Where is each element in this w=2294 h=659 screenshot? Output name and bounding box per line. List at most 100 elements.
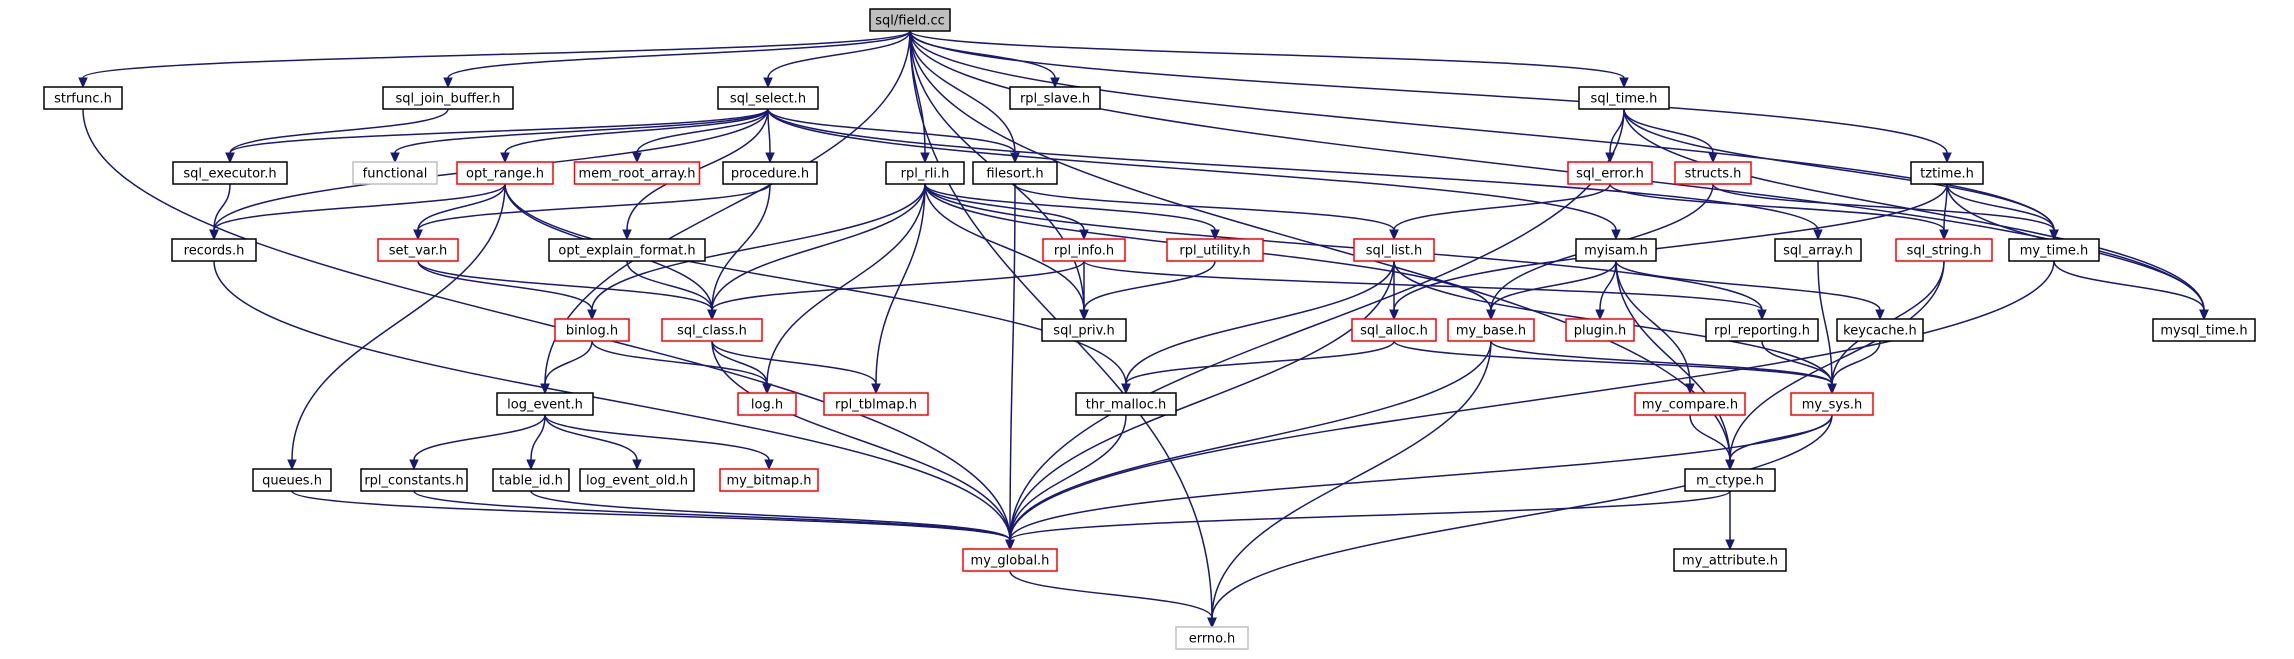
node-opt-explain-format-h[interactable]: opt_explain_format.h [548, 238, 706, 262]
node-sql-alloc-h[interactable]: sql_alloc.h [1351, 318, 1437, 342]
node-queues-h[interactable]: queues.h [252, 468, 332, 492]
node-log-event-h[interactable]: log_event.h [496, 392, 594, 416]
node-rpl-reporting-h[interactable]: rpl_reporting.h [1705, 318, 1819, 342]
node-sql-class-h[interactable]: sql_class.h [661, 318, 763, 342]
node-label: sql/field.cc [875, 14, 945, 29]
node-sql-priv-h[interactable]: sql_priv.h [1041, 318, 1127, 342]
dependency-edge [1009, 340, 1492, 541]
node-label: opt_range.h [466, 167, 544, 182]
node-label: keycache.h [1843, 324, 1917, 339]
dependency-edge [1609, 183, 1945, 231]
dependency-edge [1393, 340, 1833, 385]
node-functional: functional [352, 161, 438, 185]
edge-arrowhead [409, 459, 419, 471]
node-sql-time-h[interactable]: sql_time.h [1578, 86, 1670, 110]
node-rpl-utility-h[interactable]: rpl_utility.h [1166, 238, 1264, 262]
node-sql-list-h[interactable]: sql_list.h [1353, 238, 1435, 262]
node-log-event-old-h[interactable]: log_event_old.h [579, 468, 695, 492]
node-structs-h[interactable]: structs.h [1674, 161, 1752, 185]
node-myisam-h[interactable]: myisam.h [1575, 238, 1657, 262]
node-set-var-h[interactable]: set_var.h [377, 238, 459, 262]
node-sql-join-buffer-h[interactable]: sql_join_buffer.h [382, 86, 514, 110]
dependency-edge [544, 340, 593, 385]
node-sql-error-h[interactable]: sql_error.h [1567, 161, 1653, 185]
node-tztime-h[interactable]: tztime.h [1910, 161, 1984, 185]
node-rpl-rli-h[interactable]: rpl_rli.h [885, 161, 965, 185]
dependency-edge [1831, 340, 1881, 385]
node-mem-root-array-h[interactable]: mem_root_array.h [573, 161, 701, 185]
dependency-edge [544, 414, 638, 461]
node-sql-string-h[interactable]: sql_string.h [1895, 238, 1993, 262]
node-box [1673, 548, 1787, 572]
node-rpl-tblmap-h[interactable]: rpl_tblmap.h [823, 392, 929, 416]
node-my-attribute-h[interactable]: my_attribute.h [1673, 548, 1787, 572]
edge-arrowhead [1605, 152, 1615, 164]
edge-arrowhead [225, 152, 235, 164]
node-table-id-h[interactable]: table_id.h [492, 468, 570, 492]
dependency-edge [1014, 183, 1395, 231]
dependency-edge [82, 30, 911, 79]
node-binlog-h[interactable]: binlog.h [554, 318, 630, 342]
node-sql-select-h[interactable]: sql_select.h [717, 86, 819, 110]
node-box [456, 161, 554, 185]
node-rpl-info-h[interactable]: rpl_info.h [1042, 238, 1126, 262]
dependency-edge [447, 30, 911, 79]
node-label: log_event.h [507, 398, 583, 413]
node-label: my_sys.h [1802, 398, 1862, 413]
node-box [2008, 238, 2100, 262]
edge-arrowhead [1121, 383, 1131, 395]
dependency-edge [1689, 414, 1731, 461]
dependency-edge [1009, 260, 1395, 541]
node-label: my_compare.h [1642, 398, 1738, 413]
edge-arrowhead [707, 309, 717, 321]
dependency-edge [591, 183, 926, 311]
node-box [548, 238, 706, 262]
dependency-edge [417, 183, 771, 231]
node-sql-array-h[interactable]: sql_array.h [1774, 238, 1862, 262]
edge-arrowhead [1875, 309, 1885, 321]
node-my-base-h[interactable]: my_base.h [1447, 318, 1535, 342]
node-my-time-h[interactable]: my_time.h [2008, 238, 2100, 262]
node-m-ctype-h[interactable]: m_ctype.h [1684, 468, 1776, 492]
dependency-edge [626, 260, 713, 311]
node-filesort-h[interactable]: filesort.h [972, 161, 1058, 185]
node-log-h[interactable]: log.h [737, 392, 797, 416]
dependency-edge [1615, 260, 1731, 461]
node-my-compare-h[interactable]: my_compare.h [1634, 392, 1746, 416]
node-field-cc[interactable]: sql/field.cc [869, 8, 951, 32]
dependency-edge [924, 183, 1085, 231]
dependency-edge [924, 183, 1763, 311]
edge-arrowhead [413, 229, 423, 241]
dependency-edge [767, 30, 911, 79]
node-label: sql_time.h [1591, 92, 1658, 107]
node-my-bitmap-h[interactable]: my_bitmap.h [719, 468, 819, 492]
node-sql-executor-h[interactable]: sql_executor.h [172, 161, 288, 185]
node-opt-range-h[interactable]: opt_range.h [456, 161, 554, 185]
node-records-h[interactable]: records.h [171, 238, 257, 262]
node-procedure-h[interactable]: procedure.h [722, 161, 818, 185]
dependency-edge [1393, 183, 1611, 231]
node-thr-malloc-h[interactable]: thr_malloc.h [1075, 392, 1177, 416]
node-rpl-constants-h[interactable]: rpl_constants.h [360, 468, 468, 492]
edge-arrowhead [1595, 309, 1605, 321]
node-my-global-h[interactable]: my_global.h [962, 548, 1058, 572]
node-box [1565, 318, 1635, 342]
node-my-sys-h[interactable]: my_sys.h [1790, 392, 1874, 416]
node-keycache-h[interactable]: keycache.h [1836, 318, 1924, 342]
node-box [382, 86, 514, 110]
node-label: my_attribute.h [1682, 554, 1778, 569]
node-label: my_global.h [971, 554, 1050, 569]
node-label: sql_error.h [1576, 167, 1644, 182]
node-mysql-time-h[interactable]: mysql_time.h [2152, 318, 2256, 342]
node-plugin-h[interactable]: plugin.h [1565, 318, 1635, 342]
node-label: rpl_reporting.h [1714, 324, 1810, 339]
node-strfunc-h[interactable]: strfunc.h [43, 86, 123, 110]
node-label: strfunc.h [54, 92, 112, 107]
edge-arrowhead [632, 459, 642, 471]
node-box [171, 238, 257, 262]
node-box [579, 468, 695, 492]
node-box [1353, 238, 1435, 262]
node-rpl-slave-h[interactable]: rpl_slave.h [1009, 86, 1101, 110]
dependency-edge [875, 183, 926, 385]
edge-arrowhead [1725, 539, 1735, 551]
